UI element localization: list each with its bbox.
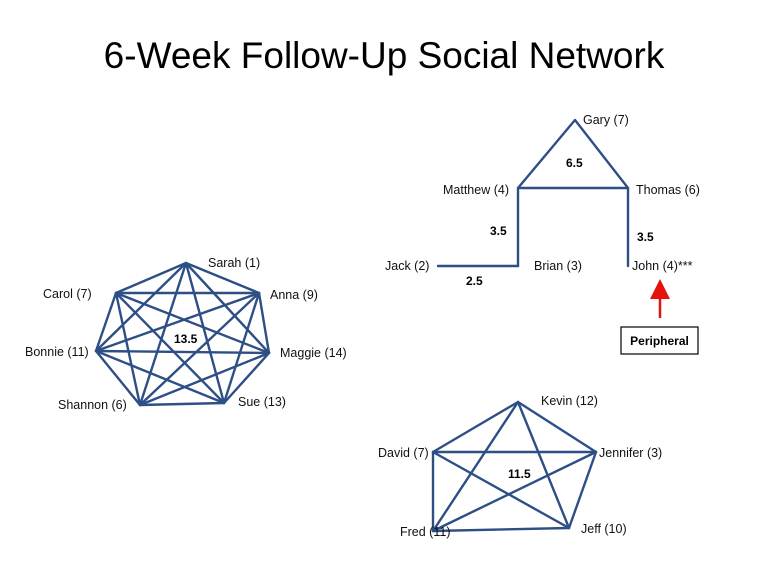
matthew-brian-value: 3.5 bbox=[490, 224, 507, 238]
node-label-carol: Carol (7) bbox=[43, 287, 92, 301]
node-label-gary: Gary (7) bbox=[583, 113, 629, 127]
peripheral-label: Peripheral bbox=[630, 334, 689, 348]
heptagon-edge-3-6 bbox=[114, 291, 226, 405]
heptagon-edge-1-5 bbox=[94, 291, 261, 353]
node-label-david: David (7) bbox=[378, 446, 429, 460]
pentagon-edge-0-3 bbox=[431, 400, 520, 533]
pentagon-edge-0-2 bbox=[516, 400, 571, 530]
node-label-john: John (4)*** bbox=[632, 259, 693, 273]
node-label-fred: Fred (11) bbox=[400, 525, 450, 539]
heptagon-edge-0-1 bbox=[184, 261, 261, 295]
heptagon-edge-1-3 bbox=[222, 291, 261, 405]
heptagon-cluster bbox=[94, 261, 271, 407]
heptagon-edge-4-5 bbox=[94, 349, 142, 407]
thomas-john-value: 3.5 bbox=[637, 230, 654, 244]
heptagon-edge-1-2 bbox=[257, 291, 271, 355]
page-title: 6-Week Follow-Up Social Network bbox=[104, 35, 665, 76]
heptagon-edge-3-4 bbox=[138, 401, 226, 407]
node-label-jennifer: Jennifer (3) bbox=[599, 446, 662, 460]
peripheral-box bbox=[620, 326, 699, 355]
heptagon-edge-4-6 bbox=[114, 291, 142, 407]
heptagon-edge-5-6 bbox=[94, 291, 118, 353]
triangle-value: 6.5 bbox=[566, 156, 583, 170]
jack-brian-value: 2.5 bbox=[466, 274, 483, 288]
pentagon-edge-0-1 bbox=[516, 400, 598, 454]
heptagon-edge-3-5 bbox=[94, 349, 226, 405]
pentagon-edge-1-2 bbox=[567, 450, 598, 530]
heptagon-edge-0-3 bbox=[184, 261, 226, 405]
pentagon-edge-2-3 bbox=[431, 526, 571, 533]
pentagon-cluster bbox=[431, 400, 598, 533]
node-label-bonnie: Bonnie (11) bbox=[25, 345, 89, 359]
node-label-sarah: Sarah (1) bbox=[208, 256, 260, 270]
heptagon-edge-0-4 bbox=[138, 261, 188, 407]
pentagon-edge-1-3 bbox=[431, 450, 598, 533]
edge-triangle bbox=[516, 118, 630, 190]
heptagon-edge-2-3 bbox=[222, 351, 271, 405]
pentagon-edge-2-4 bbox=[431, 450, 571, 530]
node-label-brian: Brian (3) bbox=[534, 259, 582, 273]
heptagon-edge-0-5 bbox=[94, 261, 188, 353]
node-label-jeff: Jeff (10) bbox=[581, 522, 627, 536]
node-label-kevin: Kevin (12) bbox=[541, 394, 598, 408]
node-label-thomas: Thomas (6) bbox=[636, 183, 700, 197]
heptagon-edge-0-6 bbox=[114, 261, 188, 295]
node-label-jack: Jack (2) bbox=[385, 259, 429, 273]
chain-cluster bbox=[436, 118, 630, 268]
node-label-sue: Sue (13) bbox=[238, 395, 286, 409]
heptagon-edge-2-6 bbox=[114, 291, 271, 355]
node-label-maggie: Maggie (14) bbox=[280, 346, 347, 360]
heptagon-edge-2-4 bbox=[138, 351, 271, 407]
pentagon-density-value: 11.5 bbox=[508, 467, 531, 481]
node-label-anna: Anna (9) bbox=[270, 288, 318, 302]
pentagon-edge-0-4 bbox=[431, 400, 520, 454]
heptagon-edge-0-2 bbox=[184, 261, 271, 355]
node-label-shannon: Shannon (6) bbox=[58, 398, 127, 412]
node-label-matthew: Matthew (4) bbox=[443, 183, 509, 197]
heptagon-density-value: 13.5 bbox=[174, 332, 198, 346]
heptagon-edge-1-4 bbox=[138, 291, 261, 407]
heptagon-edge-2-5 bbox=[94, 349, 271, 355]
